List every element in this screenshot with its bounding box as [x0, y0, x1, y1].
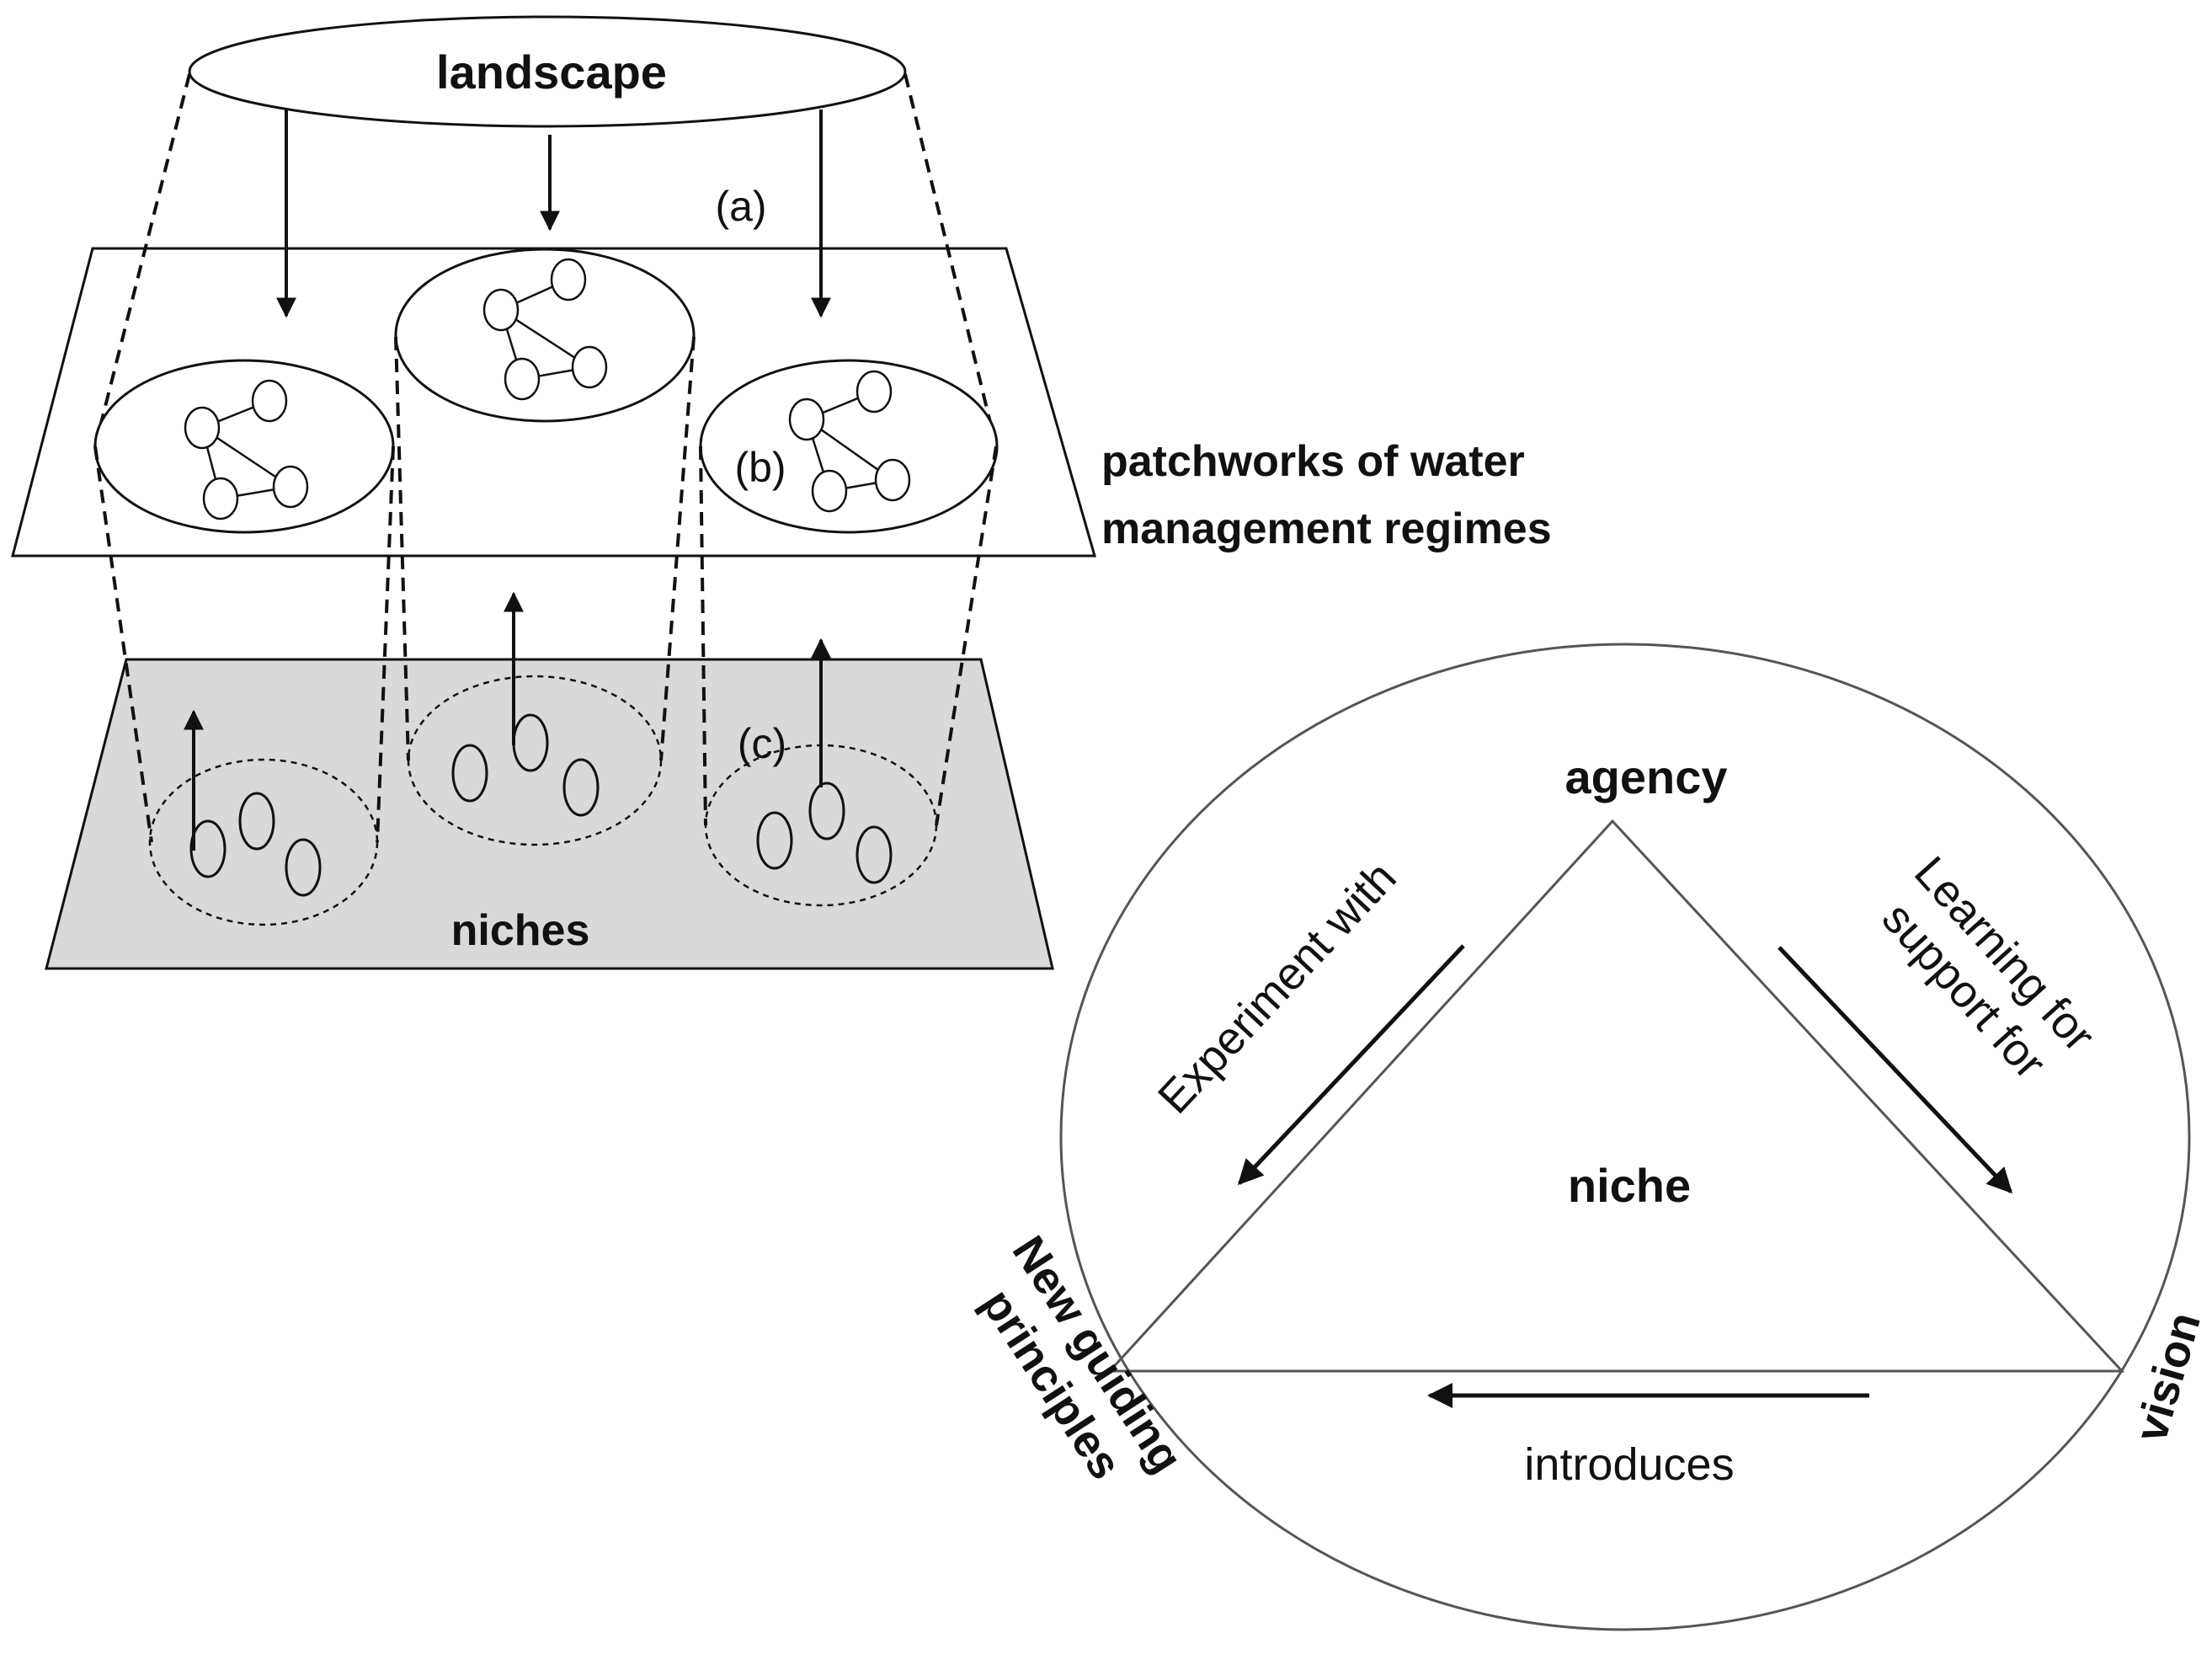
regimes-label-line1: patchworks of water: [1101, 437, 1525, 486]
label-c: (c): [738, 720, 786, 767]
regime-network-right: [788, 370, 911, 513]
regime-ellipse-left: [93, 359, 395, 534]
outer-ellipse: [1059, 643, 2191, 1631]
learning-arrow: [1778, 946, 2013, 1194]
niche-triangle: [1106, 819, 2125, 1373]
regime-ellipse-middle: [394, 248, 696, 423]
niches-label: niches: [451, 906, 590, 955]
agency-label: agency: [1565, 750, 1728, 803]
experiment-with-label: Experiment with: [1149, 852, 1406, 1123]
landscape-ellipse: [188, 15, 907, 128]
regime-niche-funnel-lines: [93, 336, 998, 843]
landscape-label: landscape: [436, 45, 667, 99]
regime-network-middle: [482, 258, 608, 401]
niche-center-label: niche: [1568, 1159, 1691, 1212]
niche-triangle-diagram: agency niche vision New guiding principl…: [972, 643, 2210, 1631]
vision-label: vision: [2125, 1307, 2210, 1448]
label-a: (a): [715, 183, 766, 230]
regimes-label-line2: management regimes: [1101, 504, 1552, 553]
niches-plane: [45, 658, 1054, 970]
landscape-pressure-arrows: [276, 109, 831, 318]
multilevel-diagram: landscape (a) (b) (c) patchworks of wate…: [11, 15, 1552, 970]
experiment-arrow: [1237, 944, 1465, 1186]
landscape-funnel-lines: [93, 73, 998, 447]
introduces-label: introduces: [1524, 1439, 1734, 1490]
niche-breakthrough-arrows: [184, 591, 831, 851]
regime-network-left: [184, 379, 309, 520]
label-b: (b): [734, 444, 786, 491]
